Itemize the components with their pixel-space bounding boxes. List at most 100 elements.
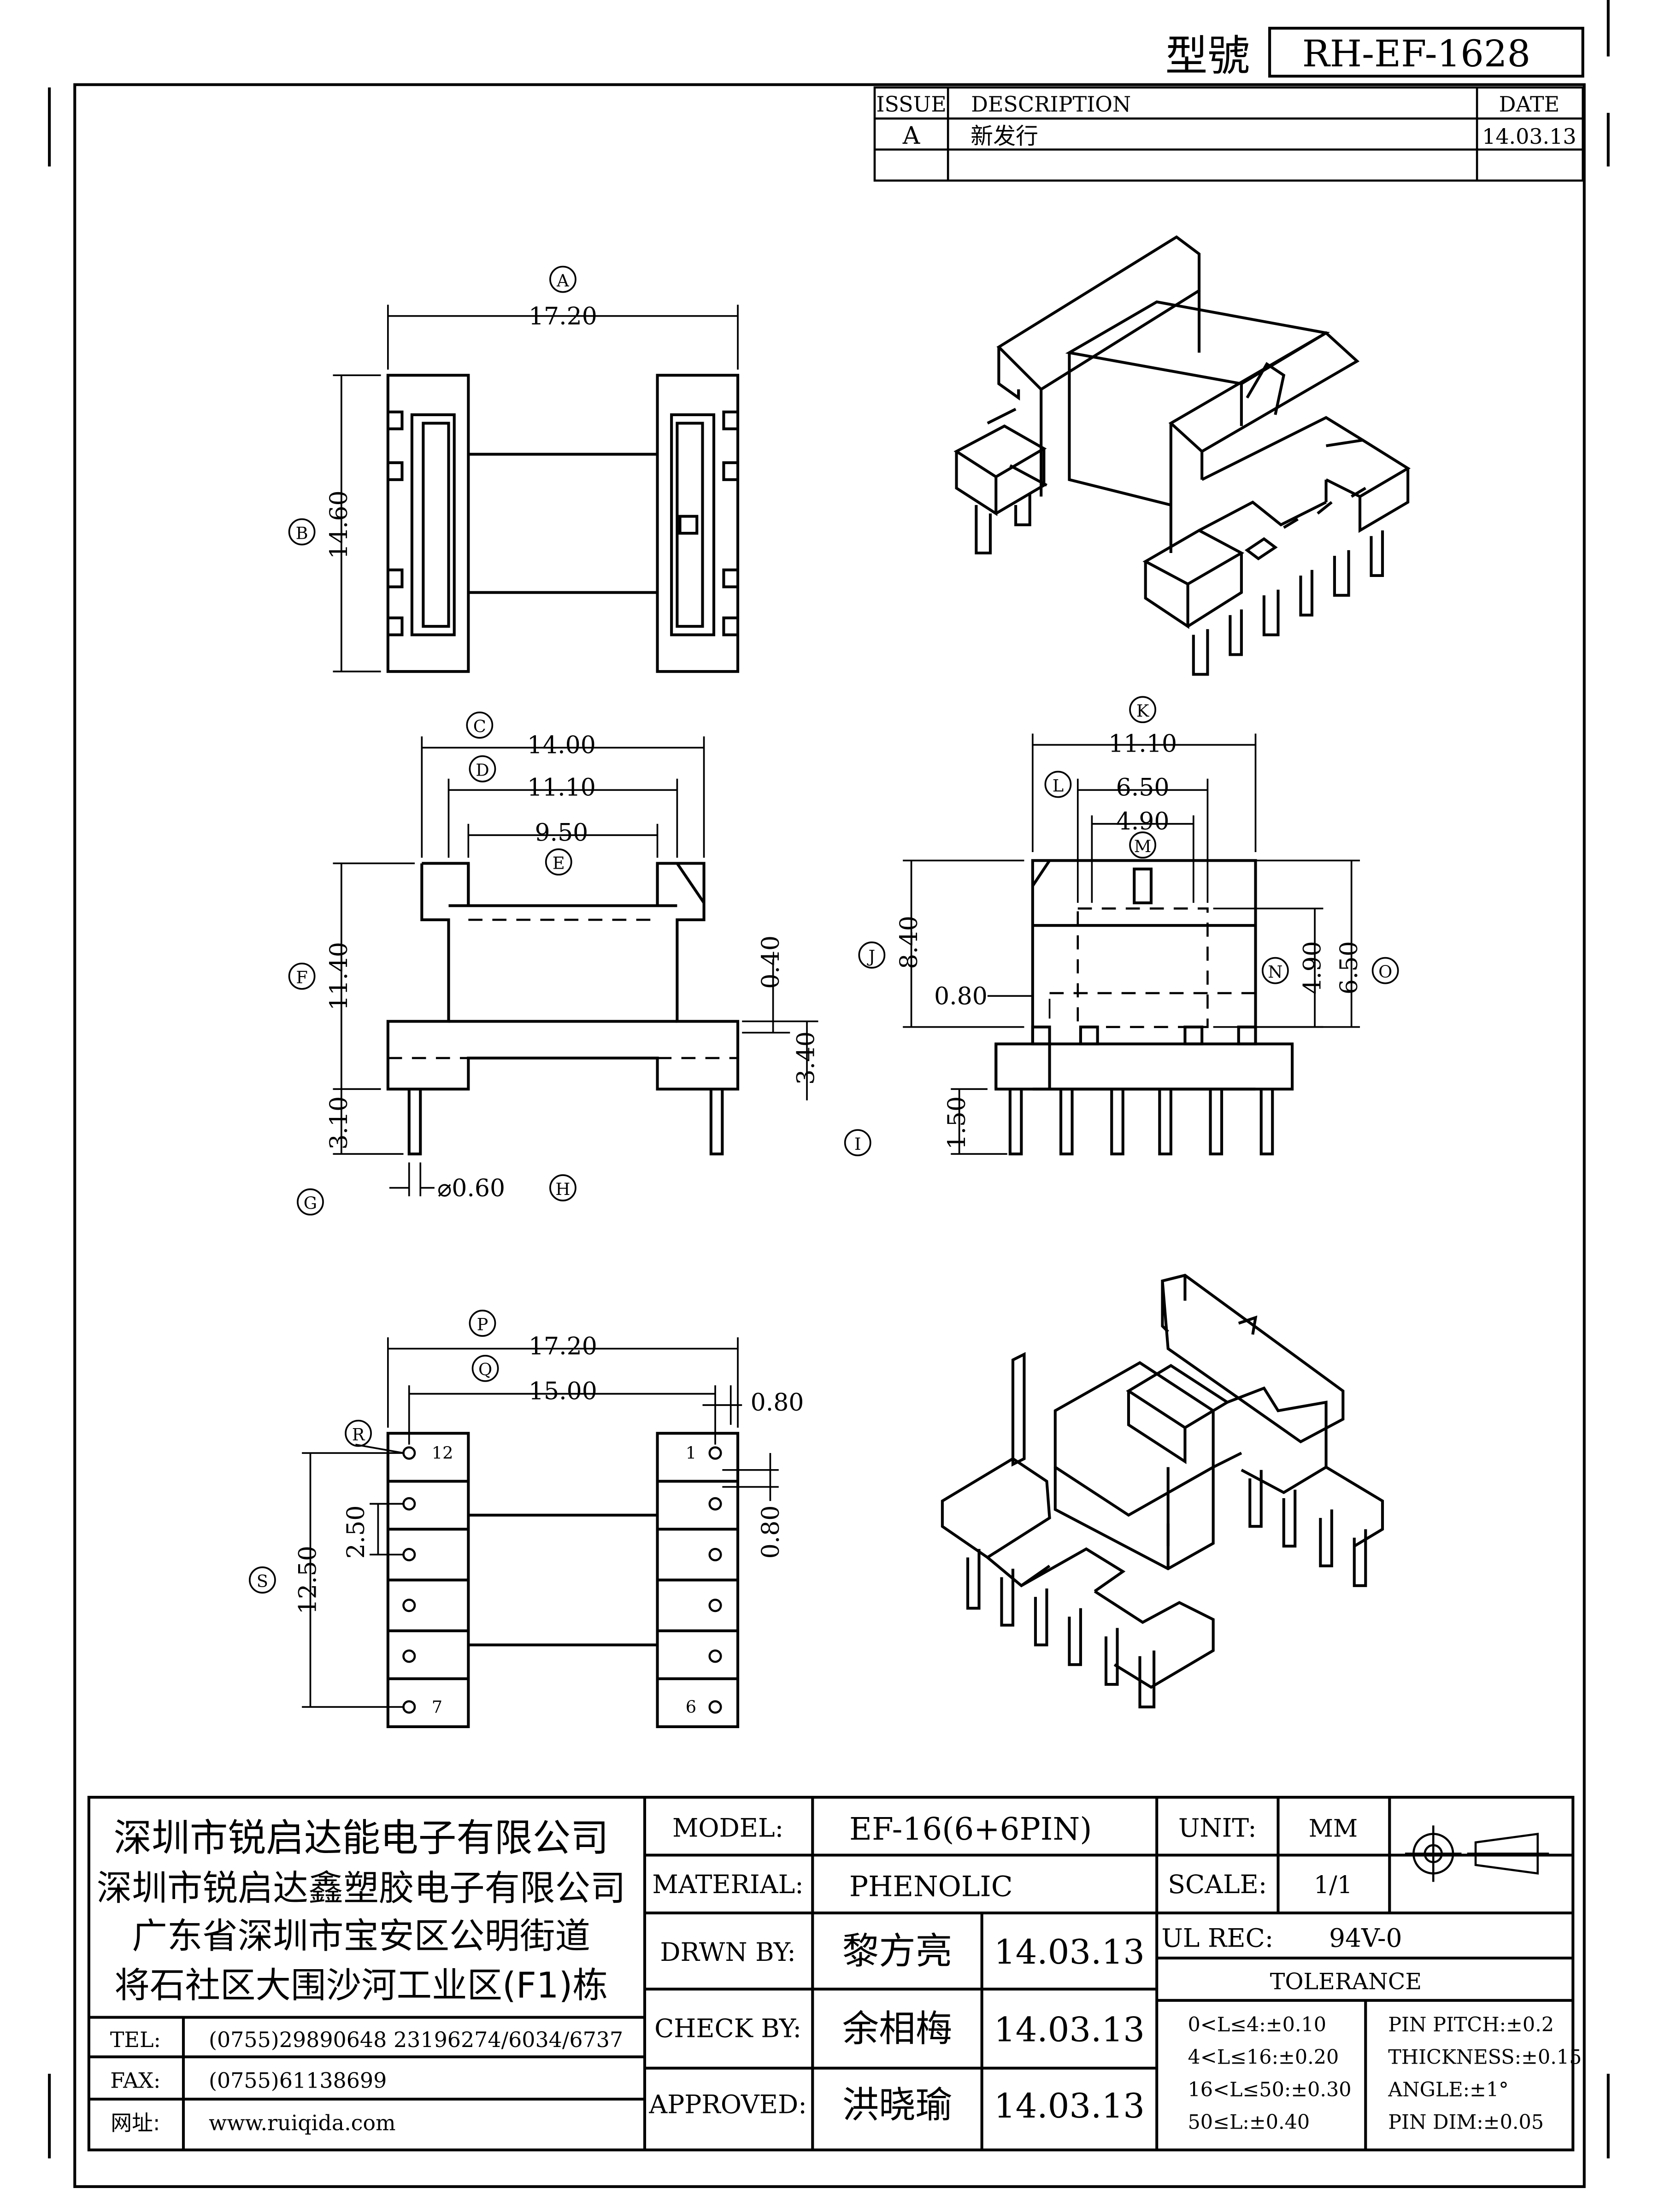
callout-m: M — [1129, 831, 1156, 859]
svg-text:C: C — [473, 717, 486, 736]
callout-l: L — [1044, 771, 1072, 798]
svg-text:L: L — [1053, 776, 1064, 795]
side-view: 11.10 6.50 4.90 8.40 0.80 4.90 6.50 1.50… — [844, 696, 1399, 1156]
scale-label: SCALE: — [1168, 1870, 1267, 1899]
rev-date: 14.03.13 — [1482, 124, 1576, 149]
fax-label: FAX: — [110, 2068, 160, 2093]
company-line-3: 广东省深圳市宝安区公明街道 — [132, 1916, 590, 1957]
svg-text:M: M — [1134, 836, 1152, 856]
top-view: 17.20 14.60 A B — [288, 265, 740, 673]
side-dim-080: 0.80 — [934, 983, 988, 1011]
front-dim-040: 0.40 — [757, 935, 785, 989]
web-value: www.ruiqida.com — [209, 2110, 396, 2135]
rev-header-description: DESCRIPTION — [971, 92, 1131, 117]
ul-value: 94V-0 — [1329, 1923, 1402, 1953]
callout-r: R — [345, 1419, 372, 1447]
tel-value: (0755)29890648 23196274/6034/6737 — [209, 2027, 623, 2052]
pin-label-12: 12 — [432, 1443, 453, 1463]
web-label: 网址: — [111, 2110, 160, 2135]
pin-label-7: 7 — [432, 1697, 442, 1717]
side-dim-m: 4.90 — [1116, 808, 1170, 835]
rev-description: 新发行 — [971, 123, 1038, 149]
front-dim-g: 3.10 — [325, 1096, 353, 1150]
side-dim-j: 8.40 — [895, 916, 923, 969]
bottom-dim-pitch: 2.50 — [342, 1506, 370, 1559]
rev-header-date: DATE — [1499, 92, 1560, 117]
unit-value: MM — [1309, 1815, 1358, 1843]
isometric-view-top — [953, 235, 1411, 676]
callout-g: G — [297, 1188, 324, 1216]
material-value: PHENOLIC — [849, 1870, 1013, 1903]
svg-text:R: R — [352, 1425, 365, 1445]
model-header: 型號 RH-EF-1628 — [1165, 27, 1584, 81]
side-dim-n: 4.90 — [1299, 941, 1326, 994]
callout-k: K — [1129, 696, 1156, 724]
svg-text:K: K — [1136, 701, 1149, 721]
unit-label: UNIT: — [1178, 1813, 1257, 1843]
tol-left-2: 4<L≤16:±0.20 — [1188, 2046, 1339, 2069]
svg-text:S: S — [257, 1571, 268, 1591]
tol-right-3: ANGLE:±1° — [1388, 2078, 1508, 2101]
approved-date: 14.03.13 — [994, 2087, 1145, 2126]
pin-label-1: 1 — [686, 1443, 696, 1463]
callout-p: P — [469, 1310, 496, 1337]
top-dim-depth: 14.60 — [325, 490, 353, 559]
top-dim-width: 17.20 — [529, 303, 597, 330]
front-dim-340: 3.40 — [792, 1031, 820, 1085]
bottom-dim-q: 15.00 — [529, 1378, 597, 1406]
approved-name: 洪晓瑜 — [842, 2083, 953, 2126]
title-block: 深圳市锐启达能电子有限公司 深圳市锐启达鑫塑胶电子有限公司 广东省深圳市宝安区公… — [87, 1795, 1582, 2152]
rev-header-issue: ISSUE — [876, 92, 946, 117]
side-dim-o: 6.50 — [1335, 941, 1363, 994]
model-label: 型號 — [1165, 31, 1250, 81]
front-dim-f: 11.40 — [325, 942, 353, 1011]
scale-value: 1/1 — [1314, 1871, 1353, 1899]
svg-text:A: A — [556, 271, 569, 290]
tol-left-1: 0<L≤4:±0.10 — [1188, 2013, 1327, 2036]
model-value-tb: EF-16(6+6PIN) — [849, 1811, 1092, 1847]
company-line-2: 深圳市锐启达鑫塑胶电子有限公司 — [97, 1868, 626, 1909]
tel-label: TEL: — [110, 2027, 161, 2052]
svg-text:O: O — [1378, 962, 1392, 982]
ul-label: UL REC: — [1161, 1923, 1273, 1953]
sheet-border — [73, 83, 1586, 2188]
svg-text:G: G — [304, 1193, 317, 1213]
bottom-dim-p: 17.20 — [529, 1333, 597, 1360]
callout-q: Q — [471, 1354, 499, 1382]
model-number: RH-EF-1628 — [1302, 32, 1530, 75]
bottom-dim-080b: 0.80 — [757, 1506, 785, 1559]
model-label-tb: MODEL: — [672, 1813, 783, 1843]
callout-e: E — [545, 848, 572, 876]
svg-text:N: N — [1268, 962, 1282, 982]
drawn-date: 14.03.13 — [994, 1933, 1145, 1972]
isometric-view-bottom — [941, 1274, 1384, 1709]
front-dim-h: ⌀0.60 — [437, 1175, 505, 1202]
check-name: 余相梅 — [842, 2007, 953, 2050]
drawn-label: DRWN BY: — [660, 1937, 795, 1967]
pin-label-6: 6 — [686, 1697, 696, 1717]
callout-f: F — [288, 962, 316, 990]
svg-text:F: F — [296, 968, 307, 988]
material-label: MATERIAL: — [652, 1870, 803, 1899]
tol-right-1: PIN PITCH:±0.2 — [1388, 2013, 1554, 2036]
svg-text:B: B — [296, 523, 308, 543]
tol-right-4: PIN DIM:±0.05 — [1388, 2111, 1544, 2134]
revision-table: ISSUE DESCRIPTION DATE A 新发行 14.03.13 — [873, 86, 1584, 182]
front-dim-d: 11.10 — [527, 774, 596, 802]
svg-text:H: H — [555, 1179, 570, 1199]
bottom-dim-080a: 0.80 — [751, 1389, 804, 1417]
front-dim-e: 9.50 — [535, 819, 588, 847]
check-date: 14.03.13 — [994, 2011, 1145, 2050]
callout-b: B — [288, 518, 316, 546]
callout-h: H — [549, 1174, 577, 1201]
bottom-dim-s: 12.50 — [294, 1546, 322, 1614]
callout-i: I — [844, 1129, 871, 1156]
svg-text:P: P — [477, 1315, 488, 1335]
side-dim-l: 6.50 — [1116, 774, 1170, 802]
svg-text:E: E — [553, 853, 565, 873]
fax-value: (0755)61138699 — [209, 2068, 387, 2093]
svg-text:Q: Q — [478, 1360, 492, 1380]
bottom-view: 17.20 15.00 0.80 0.80 12.50 2.50 12 7 1 … — [249, 1310, 804, 1728]
side-dim-i: 1.50 — [943, 1096, 971, 1150]
